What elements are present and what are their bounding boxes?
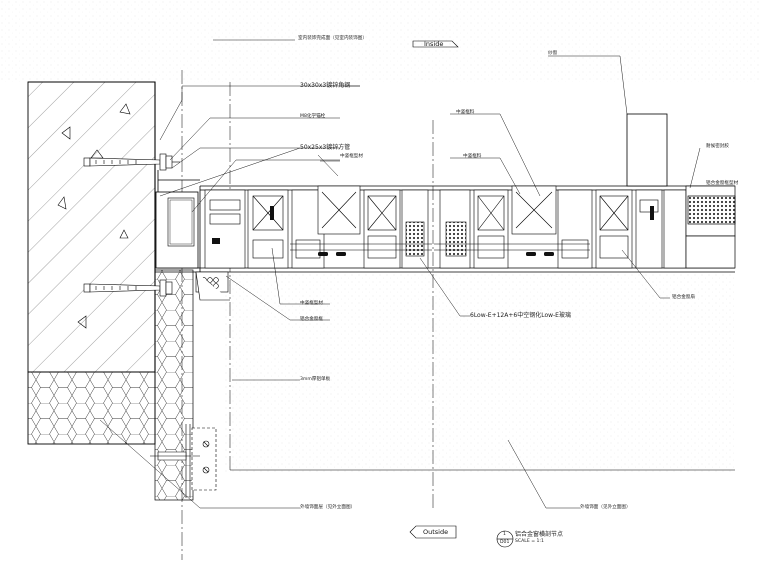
frame-profiles (204, 185, 687, 269)
right-panel (685, 185, 736, 269)
inside-label: Inside (424, 40, 444, 48)
label-sealant-right: 耐候密封胶 (706, 144, 729, 149)
outside-marker (409, 525, 457, 539)
label-screen-note: 纱窗 (548, 51, 558, 56)
label-sash-profile-mid: 中竖框料 (463, 154, 482, 159)
label-exterior-finish-left: 外墙饰面层（见外立面图） (300, 505, 356, 510)
label-anchor-bolt: M8化学锚栓 (300, 114, 326, 119)
concrete-wall (27, 81, 156, 373)
label-exterior-finish-right: 外墙饰面（见外立面图） (580, 505, 631, 510)
label-steel-tube: 50x25x3镀锌方管 (300, 144, 351, 151)
title-sheet-ref: D01 (500, 540, 510, 545)
inside-marker (412, 40, 459, 48)
title-circle (496, 530, 514, 548)
insulation-strip (154, 269, 194, 501)
label-fixing-left: 铝合金窗框 (300, 317, 323, 322)
label-fire-board: 3mm厚铝单板 (300, 377, 331, 382)
label-steel-angle: 30x30x3镀锌角钢 (300, 82, 351, 89)
leader-lines (99, 39, 701, 509)
glass-panes (290, 243, 590, 251)
gaskets (212, 206, 654, 256)
label-frame-profile-right: 铝合金窗框型材 (706, 181, 739, 186)
steel-angle (154, 170, 200, 273)
anchor-bolt-bottom (83, 279, 173, 297)
center-lines (181, 70, 434, 560)
sealant-joint (195, 271, 230, 301)
label-bottom-left-profile: 中竖框型材 (300, 301, 323, 306)
outside-label: Outside (423, 528, 449, 536)
anchor-bolt-top (83, 153, 180, 171)
label-right-frame-note: 铝合金窗扇 (672, 295, 695, 300)
title-number: 1 (503, 532, 506, 537)
top-right-frame (626, 113, 668, 187)
label-mullion-profile: 中竖框型材 (340, 154, 363, 159)
title-text: 铝合金窗横剖节点 (515, 531, 564, 538)
bottom-bracket (150, 424, 217, 498)
title-scale: SCALE = 1:1 (515, 539, 544, 544)
label-sash-profile-left: 中竖框料 (456, 110, 475, 115)
label-top-note: 室内装饰完成面（见室内装饰图） (298, 36, 367, 41)
label-glass-spec: 6Low-E+12A+6中空钢化Low-E玻璃 (470, 312, 571, 319)
exterior-stipple (225, 272, 735, 472)
insulation-block-left (27, 371, 156, 445)
interior-stipple (0, 0, 760, 82)
